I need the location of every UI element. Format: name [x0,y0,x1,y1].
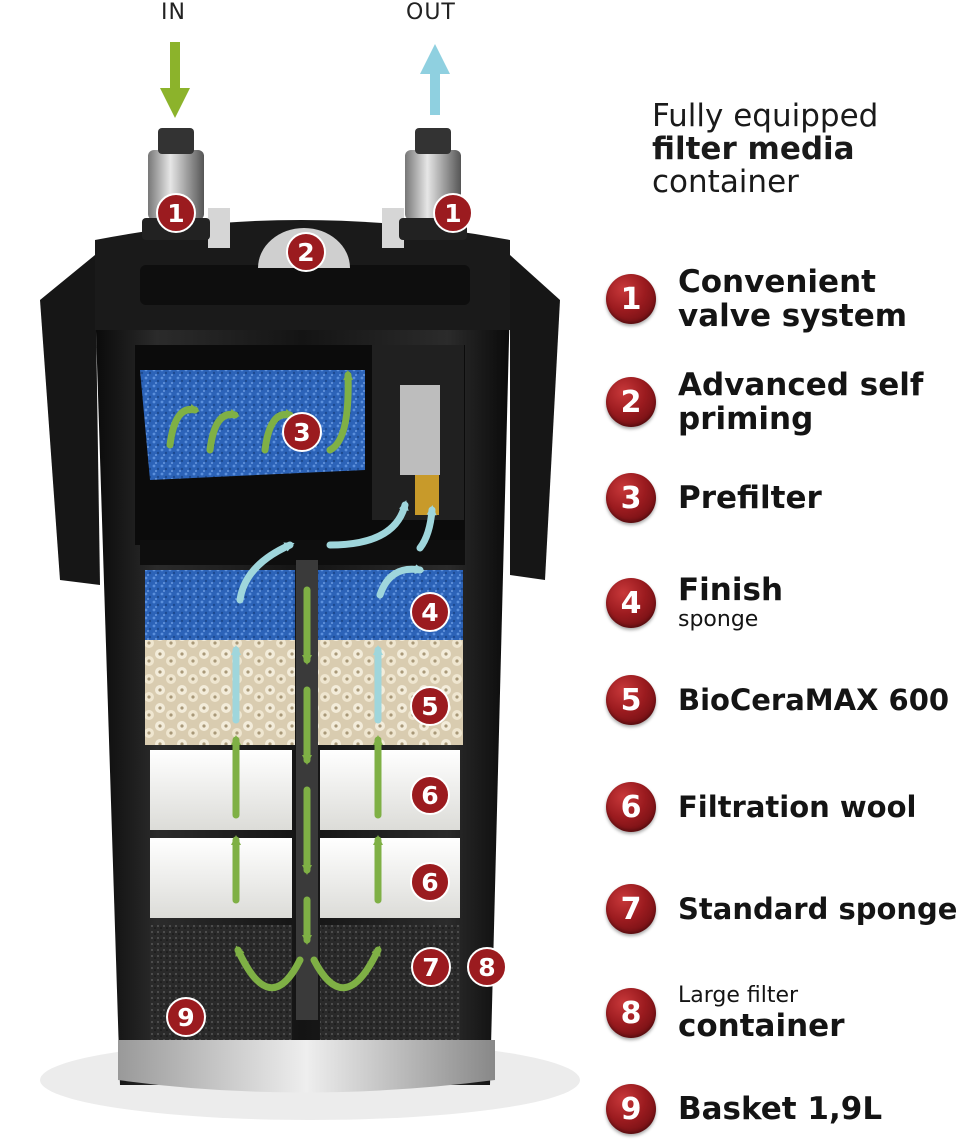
flow-arrow-clean-left-2 [236,541,295,604]
flow-arrow-turn-right [310,945,382,992]
legend-item-8: 8 Large filter container [606,983,845,1043]
heading-line-2: filter media [652,131,855,167]
callout-number-5: 4 [421,598,438,627]
legend-badge: 5 [606,675,656,725]
filter-base [118,1040,495,1093]
media-column-left [145,570,295,1055]
finish-sponge-left [145,570,295,640]
legend-label: container [678,1008,845,1044]
legend-item-4: 4 Finish sponge [606,573,783,633]
legend-badge: 2 [606,377,656,427]
callout-number-10: 8 [478,953,495,982]
callout-badge-9 [411,947,451,987]
flow-arrow-prefilter-1 [166,403,200,449]
callout-number-8: 6 [421,868,438,897]
callout-badge-10 [467,947,507,987]
legend-label: Convenient [678,264,876,300]
legend-badge: 6 [606,782,656,832]
right-side-panel [510,255,560,580]
legend-label: valve system [678,298,908,334]
out-flow-arrow [420,44,450,115]
flow-arrow-clean-up-2 [416,505,437,552]
callout-number-1: 1 [167,199,184,228]
lid-clip-left [208,208,230,248]
legend-label: Prefilter [678,480,822,516]
flow-arrow-clean-right-2 [376,564,425,599]
callout-badges: 1 1 2 3 4 5 6 6 7 8 9 [156,193,507,1037]
callout-number-2: 1 [444,199,461,228]
legend-item-9: 9 Basket 1,9L [606,1079,882,1139]
callout-badge-8 [410,862,450,902]
callout-badge-4 [282,412,322,452]
legend-label: Basket 1,9L [678,1091,883,1127]
flow-arrow-clean-up-1 [326,500,409,549]
left-side-panel [40,255,100,585]
flow-arrow-turn-left [234,945,304,992]
legend-label: Large filter [678,983,799,1008]
legend-item-7: 7 Standard sponge [606,879,957,939]
heading-line-3: container [652,164,799,200]
heading: Fully equipped filter media container [652,100,878,199]
callout-badge-3 [286,232,326,272]
callout-number-7: 6 [421,781,438,810]
callout-number-9: 7 [422,953,439,982]
in-flow-arrow [160,42,190,118]
legend-item-2: 2 Advanced self priming [606,368,923,436]
legend-badge: 9 [606,1084,656,1134]
bioceramic-left [145,640,295,745]
flow-arrow-prefilter-2 [206,408,240,454]
legend-item-6: 6 Filtration wool [606,777,916,837]
legend-label: priming [678,401,814,437]
legend-label: BioCeraMAX 600 [678,683,950,717]
wool-left-lower [150,838,292,918]
heading-line-1: Fully equipped [652,98,879,134]
legend-item-1: 1 Convenient valve system [606,265,907,333]
callout-number-6: 5 [421,692,438,721]
out-label: OUT [406,0,456,25]
callout-badge-2 [433,193,473,233]
legend-label: Standard sponge [678,892,958,926]
pump-impeller [415,475,439,515]
wool-left-upper [150,750,292,830]
callout-badge-5 [410,592,450,632]
flow-arrow-prefilter-4 [326,370,354,454]
legend-label: Filtration wool [678,790,917,824]
callout-badge-7 [410,775,450,815]
legend-badge: 3 [606,473,656,523]
callout-badge-11 [166,997,206,1037]
callout-number-11: 9 [177,1003,194,1032]
legend-badge: 8 [606,988,656,1038]
lid-clip-right [382,208,404,248]
callout-number-3: 2 [297,238,314,267]
legend-item-5: 5 BioCeraMAX 600 [606,670,949,730]
legend-label: Advanced self [678,367,924,403]
prefilter-sponge [140,370,365,480]
legend-badge: 4 [606,578,656,628]
legend-label: Finish [678,572,784,608]
pump-motor [400,385,440,475]
callout-number-4: 3 [293,418,310,447]
callout-badge-1 [156,193,196,233]
in-label: IN [161,0,186,25]
flow-arrow-prefilter-3 [261,408,295,454]
legend-label: sponge [678,607,759,632]
legend-item-3: 3 Prefilter [606,468,822,528]
callout-badge-6 [410,686,450,726]
legend-badge: 7 [606,884,656,934]
legend-badge: 1 [606,274,656,324]
lid-top-channel [140,265,470,305]
